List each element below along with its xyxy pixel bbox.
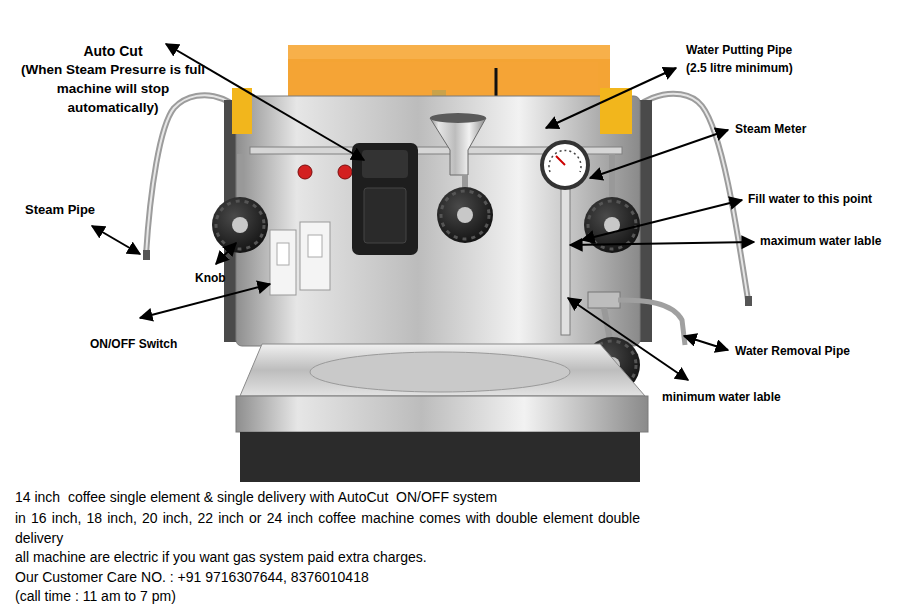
gauge-ticks [549,150,581,172]
leader-line [568,298,688,380]
knob [212,154,268,253]
leader-line [140,284,270,318]
callout-note: (2.5 litre minimum) [686,60,793,76]
leader-lines [92,44,754,380]
description-text: all machine are electric if you want gas… [15,548,427,566]
steam-pipe-tip [143,250,150,260]
switch-rocker [308,235,322,257]
description-text: 14 inch coffee single element & single d… [15,488,640,506]
callout-note: (When Steam Presurre is full machine wil… [13,60,213,117]
leader-line [684,336,728,350]
callout-label: Steam Pipe [25,201,95,218]
valve [588,292,620,308]
funnel-mouth [430,113,486,123]
autocut-face [364,188,406,243]
gauge-needle [556,156,565,165]
callout-label: Auto Cut [13,42,213,60]
description-text: in 16 inch, 18 inch, 20 inch, 22 inch or… [15,508,640,548]
leader-line [166,44,364,160]
callout-label: Knob [195,270,226,286]
machine-body [236,96,640,346]
contact-text: (call time : 11 am to 7 pm) [15,587,176,605]
switch-rocker [277,243,289,265]
leader-line [590,130,728,178]
leader-line [570,242,754,245]
tray-front [236,396,648,432]
callout-label: Water Putting Pipe [686,42,792,58]
contact-text: Our Customer Care NO. : +91 9716307644, … [15,568,369,586]
leader-line [546,68,676,128]
leader-line [92,226,140,254]
water-level-tube [561,185,570,335]
tray-recess [310,352,570,392]
indicator-light [338,165,352,179]
leader-line [582,200,742,240]
callout-label: maximum water lable [760,233,881,249]
callout-label: ON/OFF Switch [90,336,177,352]
indicator-light [298,165,312,179]
callout-label: Steam Meter [735,121,806,137]
autocut-top [362,150,408,178]
machine-base [240,432,640,482]
steam-pipe-tip [745,296,752,306]
knob [437,175,493,243]
drip-tray [240,344,645,396]
tank-lid [288,45,610,59]
yellow-corner [232,88,252,134]
callout-label: Fill water to this point [748,191,872,207]
funnel [430,118,486,175]
callout-label: minimum water lable [662,389,781,405]
switch-plate [300,222,330,290]
switch-plate [270,230,296,295]
steam-meter [542,142,588,188]
leader-line [216,243,236,264]
callout-label: Water Removal Pipe [735,343,850,359]
